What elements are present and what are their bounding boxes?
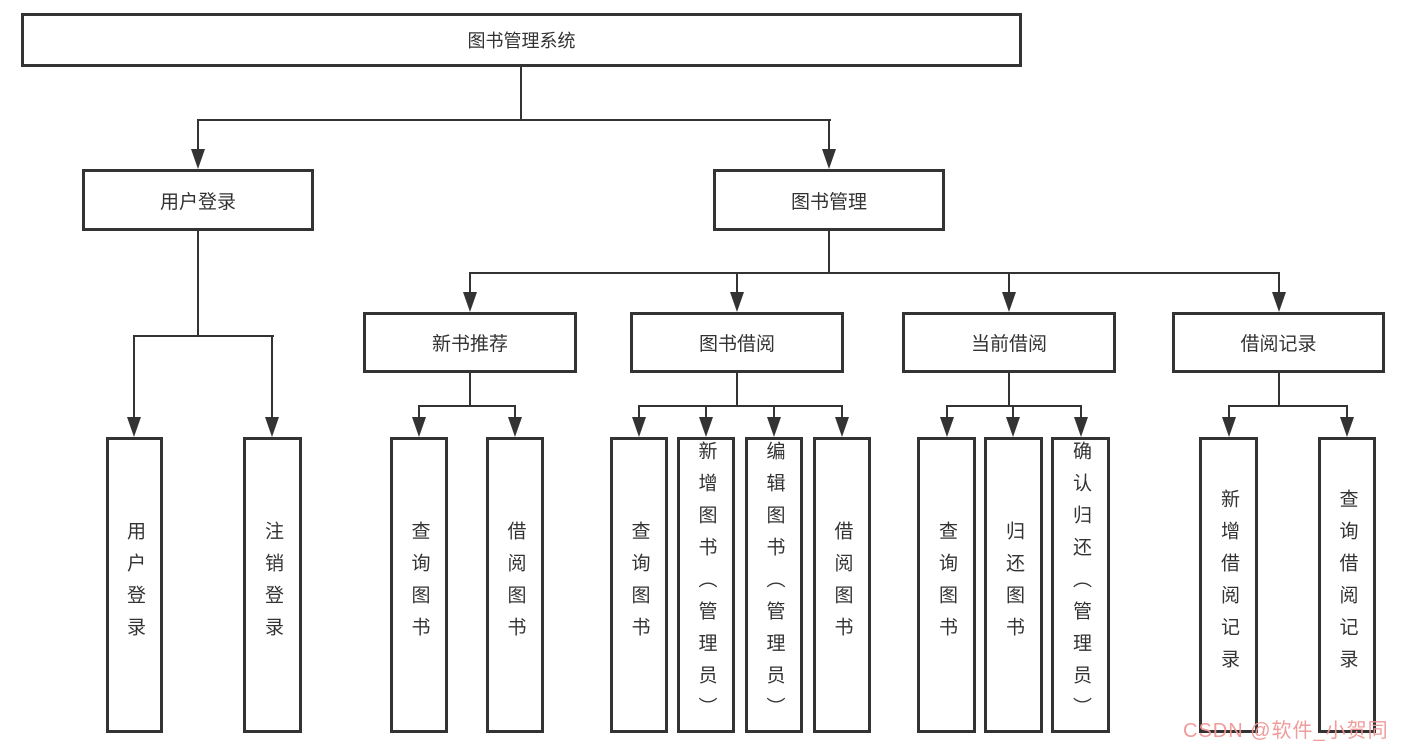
edge-root-trunk	[520, 67, 522, 121]
arrowhead-icon	[632, 417, 646, 437]
leaf-newbook-borrow: 借阅图书	[486, 437, 544, 733]
node-root-label: 图书管理系统	[467, 31, 576, 51]
edge-borrowrecord-trunk	[1278, 373, 1280, 407]
leaf-borrow-borrow: 借阅图书	[813, 437, 871, 733]
node-borrow-record: 借阅记录	[1172, 312, 1385, 373]
edge-stem	[773, 405, 775, 419]
edge-currentborrow-trunk	[1008, 373, 1010, 407]
edge-stem	[197, 119, 199, 151]
node-book-management-label: 图书管理	[790, 191, 867, 213]
leaf-record-add: 新增借阅记录	[1199, 437, 1258, 733]
edge-newbook-trunk	[469, 373, 471, 407]
leaf-borrow-edit-admin: 编辑图书（管理员）	[745, 437, 803, 733]
leaf-current-return: 归还图书	[984, 437, 1043, 733]
edge-bookmgmt-trunk	[828, 231, 830, 274]
arrowhead-icon	[699, 417, 713, 437]
arrowhead-icon	[1340, 417, 1354, 437]
edge-stem	[133, 335, 135, 419]
edge-stem	[1012, 405, 1014, 419]
leaf-user-login: 用户登录	[106, 437, 163, 733]
edge-bookmgmt-rail	[469, 272, 1280, 274]
edge-stem	[514, 405, 516, 419]
node-current-borrow: 当前借阅	[902, 312, 1116, 373]
arrowhead-icon	[835, 417, 849, 437]
arrowhead-icon	[1006, 417, 1020, 437]
edge-stem	[469, 272, 471, 294]
node-book-management: 图书管理	[713, 169, 945, 231]
edge-stem	[841, 405, 843, 419]
node-borrow-record-label: 借阅记录	[1240, 334, 1317, 355]
node-current-borrow-label: 当前借阅	[970, 334, 1047, 355]
csdn-watermark: CSDN @软件_小贺同学	[1183, 720, 1389, 742]
leaf-current-confirm-admin: 确认归还（管理员）	[1051, 437, 1110, 733]
node-user-login: 用户登录	[82, 169, 314, 231]
edge-userlogin-trunk	[197, 231, 199, 337]
node-new-book-recommend-label: 新书推荐	[431, 334, 508, 355]
edge-currentborrow-rail	[946, 405, 1082, 407]
edge-stem	[736, 272, 738, 294]
arrowhead-icon	[508, 417, 522, 437]
arrowhead-icon	[1222, 417, 1236, 437]
edge-stem	[946, 405, 948, 419]
edge-root-rail	[197, 119, 831, 121]
node-new-book-recommend: 新书推荐	[363, 312, 577, 373]
arrowhead-icon	[412, 417, 426, 437]
edge-stem	[1008, 272, 1010, 294]
arrowhead-icon	[1272, 292, 1286, 312]
leaf-newbook-query: 查询图书	[390, 437, 448, 733]
node-book-borrow-label: 图书借阅	[698, 334, 775, 355]
arrowhead-icon	[822, 149, 836, 169]
edge-newbook-rail	[418, 405, 516, 407]
edge-bookborrow-trunk	[736, 373, 738, 407]
node-root: 图书管理系统	[21, 13, 1022, 67]
edge-bookborrow-rail	[638, 405, 843, 407]
arrowhead-icon	[127, 417, 141, 437]
edge-stem	[418, 405, 420, 419]
leaf-borrow-add-admin: 新增图书（管理员）	[677, 437, 735, 733]
edge-stem	[638, 405, 640, 419]
node-book-borrow: 图书借阅	[630, 312, 844, 373]
edge-stem	[1346, 405, 1348, 419]
arrowhead-icon	[730, 292, 744, 312]
arrowhead-icon	[1074, 417, 1088, 437]
edge-userlogin-rail	[133, 335, 274, 337]
edge-borrowrecord-rail	[1228, 405, 1348, 407]
edge-stem	[705, 405, 707, 419]
arrowhead-icon	[940, 417, 954, 437]
arrowhead-icon	[1002, 292, 1016, 312]
edge-stem	[1278, 272, 1280, 294]
arrowhead-icon	[463, 292, 477, 312]
edge-stem	[271, 335, 273, 419]
edge-stem	[1228, 405, 1230, 419]
edge-stem	[828, 119, 830, 151]
leaf-logout: 注销登录	[243, 437, 302, 733]
leaf-current-query: 查询图书	[917, 437, 976, 733]
leaf-record-query: 查询借阅记录	[1318, 437, 1376, 733]
leaf-borrow-query: 查询图书	[610, 437, 668, 733]
node-user-login-label: 用户登录	[159, 191, 236, 213]
arrowhead-icon	[265, 417, 279, 437]
edge-stem	[1080, 405, 1082, 419]
arrowhead-icon	[191, 149, 205, 169]
arrowhead-icon	[767, 417, 781, 437]
